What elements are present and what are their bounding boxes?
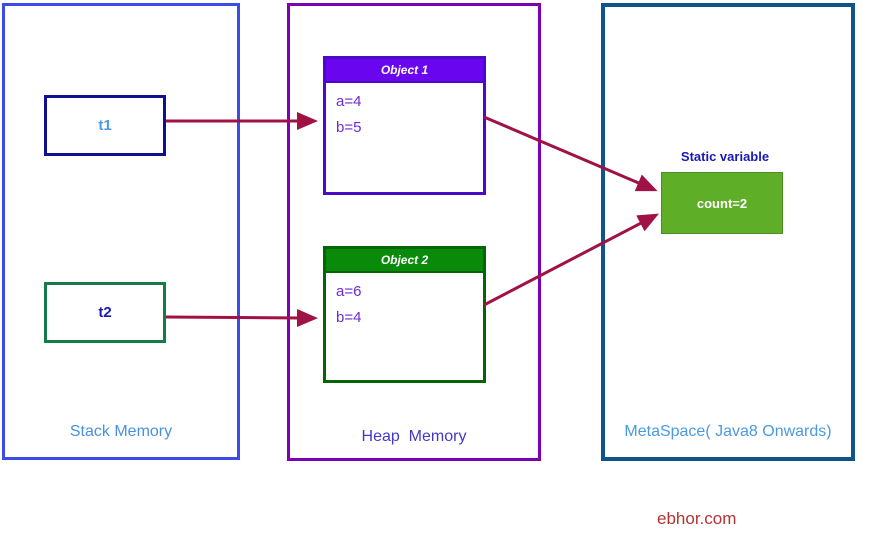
- stack-memory-label: Stack Memory: [69, 423, 173, 440]
- object-2-title: Object 2: [326, 249, 483, 273]
- object-2-fields: a=6 b=4: [326, 273, 483, 331]
- heap-memory-region: Object 1 a=4 b=5 Object 2 a=6 b=4 Heap M…: [287, 3, 541, 461]
- metaspace-region: Static variable count=2 MetaSpace( Java8…: [601, 3, 855, 461]
- count-value: count=2: [696, 195, 748, 211]
- object-1-field-a: a=4: [336, 93, 362, 110]
- heap-object-2: Object 2 a=6 b=4: [323, 246, 486, 383]
- heap-memory-label: Heap Memory: [361, 428, 467, 445]
- static-variable-label: Static variable: [680, 149, 770, 164]
- metaspace-label: MetaSpace( Java8 Onwards): [624, 423, 832, 440]
- static-variable-count-box: count=2: [661, 172, 783, 234]
- object-2-field-a: a=6: [336, 283, 362, 300]
- stack-memory-region: t1 t2 Stack Memory: [2, 3, 240, 460]
- object-2-field-b: b=4: [336, 309, 362, 326]
- stack-variable-t1: t1: [44, 95, 166, 156]
- heap-object-1: Object 1 a=4 b=5: [323, 56, 486, 195]
- object-1-field-b: b=5: [336, 119, 362, 136]
- t2-label: t2: [98, 304, 112, 321]
- t1-label: t1: [98, 117, 112, 134]
- stack-variable-t2: t2: [44, 282, 166, 343]
- watermark: ebhor.com: [657, 509, 737, 528]
- object-1-fields: a=4 b=5: [326, 83, 483, 141]
- object-1-title: Object 1: [326, 59, 483, 83]
